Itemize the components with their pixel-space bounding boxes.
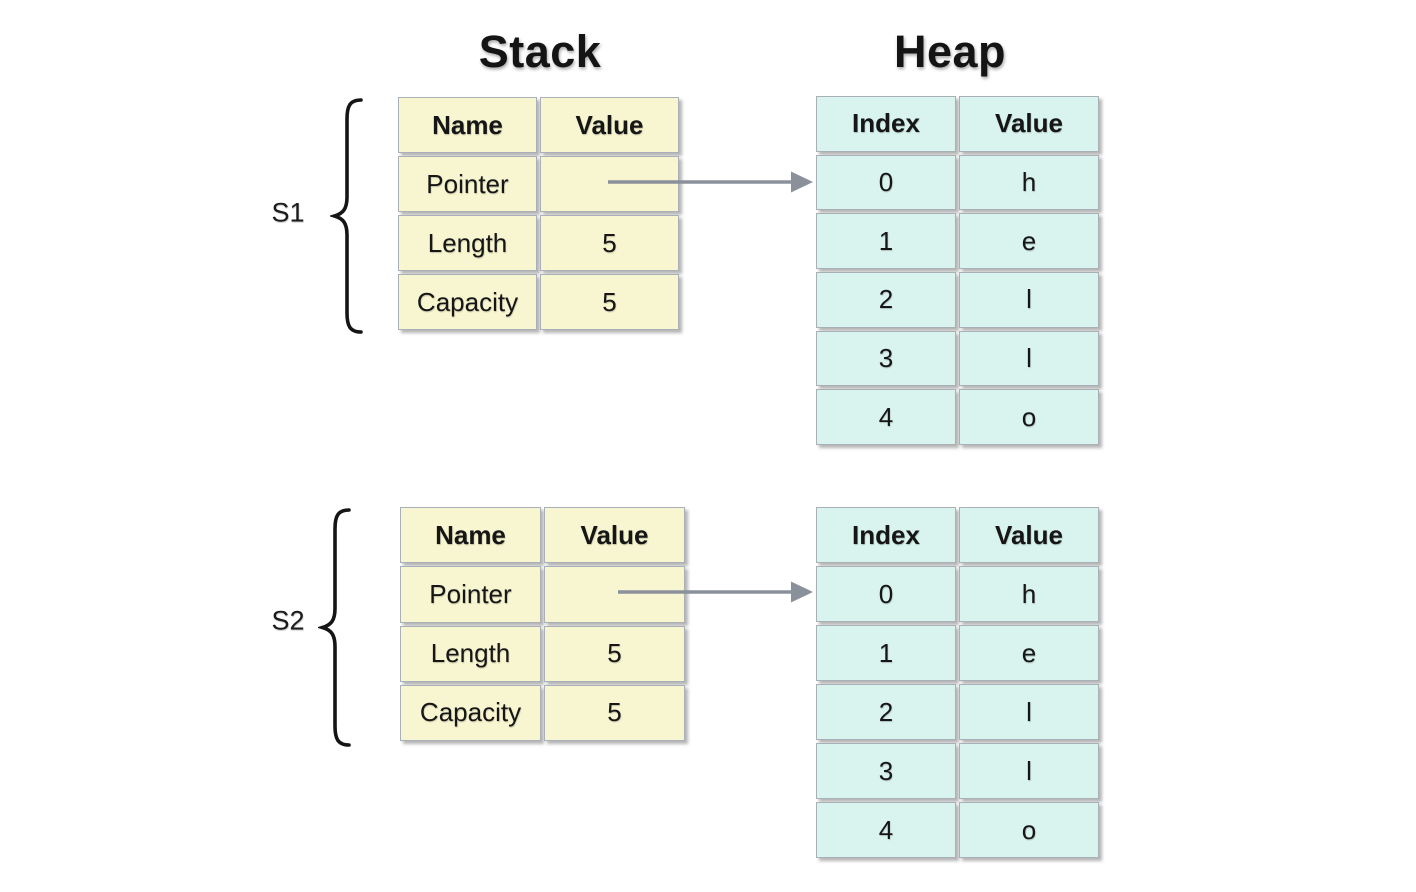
s2-heap-cell-value-0: h: [959, 566, 1099, 622]
s1-stack-table: Name Value Pointer Length 5 Capacity 5: [398, 97, 679, 330]
s2-heap-table: Index Value 0 h 1 e 2 l 3 l 4 o: [816, 507, 1099, 858]
s1-heap-cell-index-4: 4: [816, 389, 956, 445]
s1-heap-cell-value-2: l: [959, 271, 1099, 328]
s1-stack-cell-capacity-name: Capacity: [398, 274, 537, 330]
s2-heap-header-index: Index: [816, 507, 956, 563]
s2-heap-cell-index-0: 0: [816, 566, 956, 622]
s1-stack-cell-length-value: 5: [540, 215, 679, 271]
s1-heap-header-index: Index: [816, 96, 956, 152]
s2-heap-cell-value-4: o: [959, 802, 1099, 858]
s2-heap-cell-value-1: e: [959, 625, 1099, 681]
s1-label: S1: [271, 197, 305, 228]
s1-heap-cell-value-3: l: [959, 330, 1099, 387]
s2-stack-header-value: Value: [544, 507, 685, 564]
s1-stack-cell-capacity-value: 5: [540, 274, 679, 330]
s1-stack-cell-pointer-name: Pointer: [398, 156, 537, 212]
s1-heap-table: Index Value 0 h 1 e 2 l 3 l 4 o: [816, 96, 1099, 445]
s1-stack-cell-pointer-value: [540, 156, 679, 212]
s1-heap-cell-value-0: h: [959, 154, 1099, 211]
s1-heap-cell-index-1: 1: [816, 213, 956, 269]
s2-heap-cell-index-4: 4: [816, 802, 956, 858]
s2-stack-cell-pointer-value: [544, 566, 685, 623]
s2-heap-cell-value-2: l: [959, 684, 1099, 740]
s2-label: S2: [271, 605, 305, 636]
s1-heap-header-value: Value: [959, 96, 1099, 152]
s2-heap-cell-index-1: 1: [816, 625, 956, 681]
s1-heap-cell-value-4: o: [959, 389, 1099, 445]
s1-stack-header-name: Name: [398, 97, 537, 153]
s2-stack-table: Name Value Pointer Length 5 Capacity 5: [400, 507, 685, 741]
s2-heap-cell-value-3: l: [959, 743, 1099, 799]
s2-stack-cell-length-value: 5: [544, 625, 685, 682]
s2-heap-header-value: Value: [959, 507, 1099, 563]
heap-title: Heap: [893, 26, 1007, 77]
s2-heap-cell-index-3: 3: [816, 743, 956, 799]
s2-stack-cell-capacity-value: 5: [544, 684, 685, 741]
s2-stack-cell-capacity-name: Capacity: [400, 684, 541, 741]
s2-stack-cell-pointer-name: Pointer: [400, 566, 541, 623]
s1-stack-cell-length-name: Length: [398, 215, 537, 271]
stack-title: Stack: [478, 26, 602, 77]
s1-stack-header-value: Value: [540, 97, 679, 153]
s1-curly-brace-icon: [330, 98, 363, 334]
s1-heap-cell-index-2: 2: [816, 271, 956, 328]
s1-heap-cell-index-0: 0: [816, 154, 956, 211]
s2-stack-cell-length-name: Length: [400, 625, 541, 682]
s2-heap-cell-index-2: 2: [816, 684, 956, 740]
s2-stack-header-name: Name: [400, 507, 541, 564]
s1-heap-cell-index-3: 3: [816, 330, 956, 387]
s1-heap-cell-value-1: e: [959, 213, 1099, 269]
s2-curly-brace-icon: [318, 508, 351, 747]
